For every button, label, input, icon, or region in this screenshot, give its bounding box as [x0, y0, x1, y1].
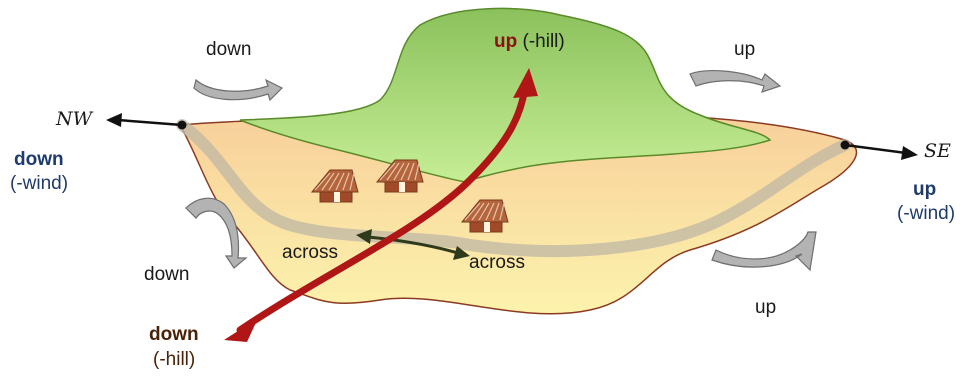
hill-arrowhead-down	[224, 318, 258, 342]
nw-arrowhead	[106, 113, 122, 127]
rotation-bottom-right-label: up	[755, 297, 777, 318]
hill	[239, 7, 772, 183]
across-label-left: across	[282, 242, 338, 263]
rotation-arrow-top-left	[193, 78, 284, 102]
se-upwind-sub: (-wind)	[897, 203, 956, 224]
se-label: SE	[924, 140, 951, 162]
se-axis-line	[844, 143, 907, 155]
rotation-arrow-top-right	[689, 70, 782, 93]
across-arrowhead-right	[453, 246, 470, 260]
se-upwind-label: up	[913, 179, 937, 200]
hill-arrowhead-up	[513, 68, 538, 98]
nw-downwind-sub: (-wind)	[10, 173, 69, 194]
rotation-arrow-bottom-right	[711, 231, 817, 272]
nw-label: NW	[56, 108, 93, 130]
rotation-top-left-label: down	[206, 39, 252, 60]
nw-axis-line	[117, 118, 183, 127]
uphill-word: up	[494, 31, 518, 52]
se-point	[840, 140, 850, 150]
downhill-label: down	[149, 324, 199, 345]
rotation-left-label: down	[144, 264, 190, 285]
downhill-sub: (-hill)	[153, 349, 196, 370]
across-arrowhead-left	[356, 229, 372, 244]
nw-downwind-label: down	[14, 149, 64, 170]
hill-arrow-shaft	[236, 84, 529, 334]
nw-point	[177, 120, 187, 130]
uphill-label: up (-hill)	[494, 32, 565, 51]
hut-2	[375, 159, 424, 193]
rotation-arrow-left	[185, 197, 248, 269]
across-double-arrow	[367, 235, 459, 255]
wind-path	[176, 119, 851, 257]
across-label-right: across	[469, 252, 525, 273]
hut-1	[310, 169, 359, 203]
se-arrowhead	[901, 146, 918, 160]
rotation-top-right-label: up	[734, 39, 756, 60]
hut-3	[460, 199, 509, 233]
uphill-sub: (-hill)	[522, 31, 565, 52]
